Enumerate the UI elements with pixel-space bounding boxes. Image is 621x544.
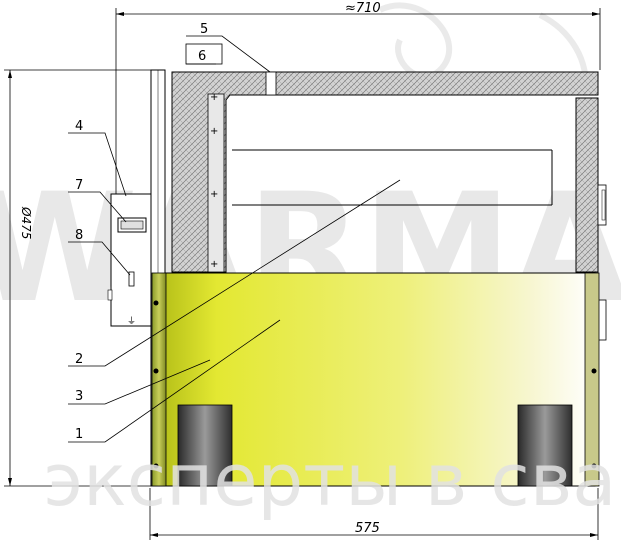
svg-text:+: + (210, 259, 218, 270)
foot-left (177, 404, 233, 487)
dimension-width-bottom: 575 (355, 521, 380, 536)
svg-text:+: + (210, 92, 218, 103)
callout-6: 6 (198, 49, 206, 64)
svg-text:+: + (210, 189, 218, 200)
callout-4: 4 (75, 119, 83, 134)
watermark-swirl (378, 2, 453, 80)
dimension-width-top: ≈710 (345, 1, 381, 16)
lamp-housing (265, 71, 277, 96)
callout-7: 7 (75, 178, 83, 193)
watermark-tagline: эксперты в сва (44, 438, 617, 522)
callout-2: 2 (75, 352, 83, 367)
callout-5: 5 (200, 22, 208, 37)
callout-labels: 5 6 4 7 8 2 3 1 (75, 22, 223, 442)
svg-text:+: + (210, 126, 218, 137)
feet (177, 404, 573, 487)
dimension-left (4, 69, 160, 487)
callout-8: 8 (75, 228, 83, 243)
glass-front (151, 272, 600, 487)
ground-icon: ⏚ (127, 316, 136, 327)
callout-1: 1 (75, 427, 83, 442)
insulated-body: + + + + (171, 71, 607, 341)
foot-right (517, 404, 573, 487)
dimension-top (115, 8, 601, 210)
control-box: ⏚ (107, 193, 152, 327)
dimension-height-left: Ø475 (19, 206, 33, 239)
dimension-bottom (149, 488, 599, 540)
thermostat-knob (128, 271, 135, 287)
callout-3: 3 (75, 389, 83, 404)
